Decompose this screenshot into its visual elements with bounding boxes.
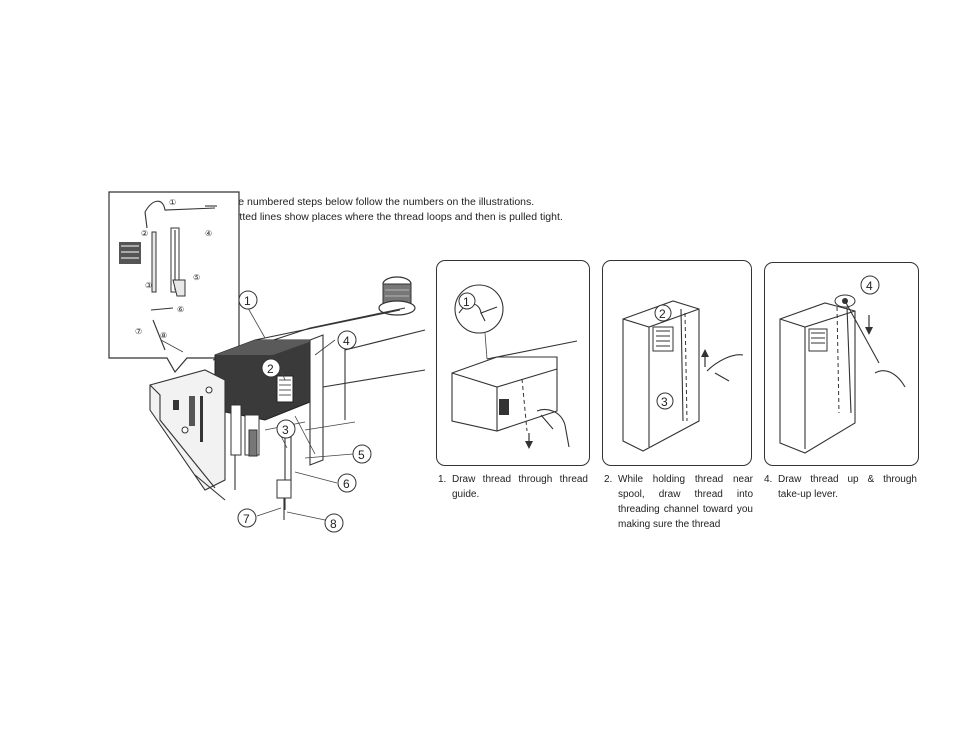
inset-callout-7: ⑦ — [135, 327, 142, 336]
intro-text: The numbered steps below follow the numb… — [226, 196, 563, 223]
main-callout-3: 3 — [282, 423, 289, 437]
main-callout-2: 2 — [267, 362, 274, 376]
main-callout-5: 5 — [358, 448, 365, 462]
step-4-text: Draw thread up & through take-up lever. — [778, 474, 917, 500]
step-4-number: 4. — [764, 474, 773, 485]
step-2-number: 2. — [604, 474, 613, 485]
main-callout-1: 1 — [244, 294, 251, 308]
inset-callout-1: ① — [169, 198, 176, 207]
panel-2-callout-2: 2 — [659, 307, 666, 321]
step-2-3-illustration: 2 3 — [602, 260, 752, 466]
threading-path-inset: ① ② ③ ④ ⑤ ⑥ ⑦ ⑧ — [108, 191, 240, 374]
inset-callout-8: ⑧ — [160, 331, 167, 340]
step-4-caption: 4. Draw thread up & through take-up leve… — [764, 472, 917, 502]
inset-callout-4: ④ — [205, 229, 212, 238]
inset-callout-5: ⑤ — [193, 273, 200, 282]
main-threading-illustration: ① ② ③ ④ ⑤ ⑥ ⑦ ⑧ — [108, 191, 426, 533]
step-2-text: While holding thread near spool, draw th… — [618, 474, 753, 530]
inset-callout-6: ⑥ — [177, 305, 184, 314]
step-4-illustration: 4 — [764, 262, 919, 466]
panel-1-callout: 1 — [463, 295, 470, 309]
inset-callout-2: ② — [141, 229, 148, 238]
sewing-machine-drawing — [149, 276, 426, 521]
step-1-number: 1. — [438, 474, 447, 485]
main-callout-7: 7 — [243, 512, 250, 526]
main-callout-4: 4 — [343, 334, 350, 348]
step-2-caption: 2. While holding thread near spool, draw… — [604, 472, 753, 532]
step-1-text: Draw thread through thread guide. — [452, 474, 588, 500]
panel-2-callout-3: 3 — [661, 395, 668, 409]
step-1-illustration: 1 — [436, 260, 590, 466]
main-callout-6: 6 — [343, 477, 350, 491]
panel-3-callout: 4 — [866, 279, 873, 293]
main-callout-8: 8 — [330, 517, 337, 531]
main-callouts: 1 2 3 4 5 6 7 8 — [237, 290, 372, 533]
inset-callout-3: ③ — [145, 281, 152, 290]
step-1-caption: 1. Draw thread through thread guide. — [438, 472, 588, 502]
